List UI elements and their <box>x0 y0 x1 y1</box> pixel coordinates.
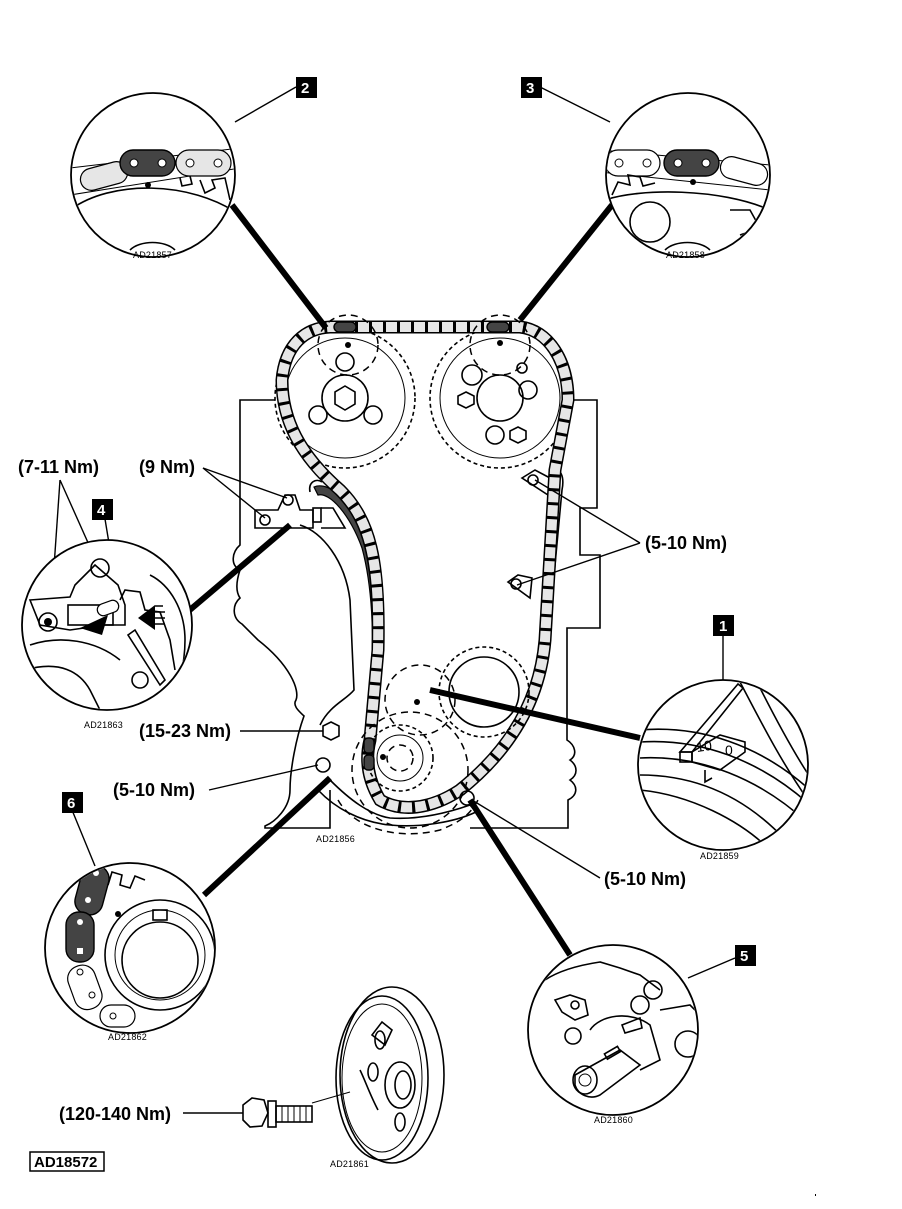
main-reference-box: AD18572 <box>29 1151 105 1172</box>
detail-2: 2 AD21857 <box>70 77 317 260</box>
detail-1-ref: AD21859 <box>700 851 739 861</box>
torque-label-9: (9 Nm) <box>139 457 195 477</box>
tensioner-bracket <box>254 494 347 529</box>
detail-area-2 <box>317 314 379 376</box>
detail-area-3 <box>469 314 531 376</box>
coloured-link-intake <box>486 321 510 333</box>
engine-block-outline-right <box>470 399 601 829</box>
arrow-left-icon <box>80 615 108 635</box>
timing-mark-dot <box>345 342 351 348</box>
casting-upper-left <box>299 524 355 726</box>
engine-front-view: AD21856 <box>232 314 601 844</box>
detail-6: 6 AD21862 <box>44 792 216 1042</box>
detail-3: 3 AD21858 <box>521 77 771 260</box>
bolt-5-10-bottom <box>459 790 475 806</box>
crankshaft-sprocket-large <box>438 646 530 738</box>
callout-5-number: 5 <box>740 948 748 965</box>
bolt-5-10-left <box>315 757 331 773</box>
callout-1-number: 1 <box>719 618 727 635</box>
timing-mark-dot <box>497 340 503 346</box>
crankshaft-pulley-bolt <box>242 1097 313 1128</box>
detail-2-ref: AD21857 <box>133 250 172 260</box>
detail-5-ref: AD21860 <box>594 1115 633 1125</box>
callout-4-number: 4 <box>97 502 106 519</box>
coloured-link-exhaust <box>333 321 357 333</box>
main-view-ref: AD21856 <box>316 834 355 844</box>
scale-label-10: 10 <box>695 737 713 755</box>
detail-3-ref: AD21858 <box>666 250 705 260</box>
callout-3-number: 3 <box>526 80 534 97</box>
leaders <box>49 86 736 1114</box>
detail-4: 4 AD21863 <box>21 499 193 730</box>
torque-label-5-10-left: (5-10 Nm) <box>113 780 195 800</box>
detail-1: 10 0 1 AD21859 <box>637 615 809 861</box>
torque-label-7-11: (7-11 Nm) <box>18 457 99 477</box>
callout-2-number: 2 <box>301 80 309 97</box>
callout-6-number: 6 <box>67 795 75 812</box>
torque-label-15-23: (15-23 Nm) <box>139 721 231 741</box>
detail-area-5 <box>351 711 469 829</box>
scale-label-0: 0 <box>725 742 733 758</box>
hex-bolt-icon <box>334 385 356 411</box>
torque-label-5-10-guide: (5-10 Nm) <box>645 533 727 553</box>
crankshaft-pulley: AD21861 <box>330 986 445 1169</box>
torque-label-120-140: (120-140 Nm) <box>59 1104 171 1124</box>
detail-5: 5 AD21860 <box>527 944 756 1125</box>
svg-text:AD18572: AD18572 <box>34 1154 97 1171</box>
crankshaft-sprocket-small <box>363 724 434 792</box>
detail-6-ref: AD21862 <box>108 1032 147 1042</box>
pulley-ref: AD21861 <box>330 1159 369 1169</box>
detail-area-1 <box>384 664 456 736</box>
detail-4-ref: AD21863 <box>84 720 123 730</box>
stray-dot <box>815 1194 816 1196</box>
torque-label-5-10-bottom: (5-10 Nm) <box>604 869 686 889</box>
bolt-15-23 <box>322 721 340 741</box>
